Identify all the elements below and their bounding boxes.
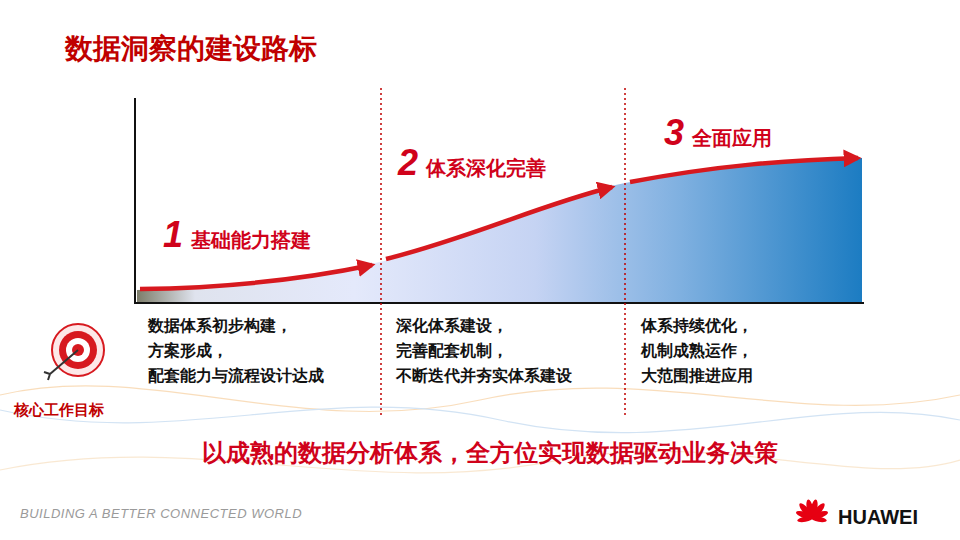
- background-waves: [0, 386, 960, 473]
- stage-goal-text: 体系持续优化， 机制成熟运作， 大范围推进应用: [641, 314, 846, 388]
- stage-label: 2 体系深化完善: [398, 142, 546, 184]
- stage-number: 2: [398, 142, 418, 184]
- brand-name: HUAWEI: [838, 506, 918, 529]
- stage-goal-text: 数据体系初步构建， 方案形成， 配套能力与流程设计达成: [148, 314, 353, 388]
- target-icon: [44, 324, 104, 380]
- stage-name: 基础能力搭建: [191, 227, 311, 254]
- conclusion-caption: 以成熟的数据分析体系，全方位实现数据驱动业务决策: [202, 437, 778, 469]
- stage-goal-text: 深化体系建设， 完善配套机制， 不断迭代并夯实体系建设: [396, 314, 601, 388]
- curve-arrow: [630, 158, 858, 182]
- slide-title: 数据洞察的建设路标: [65, 30, 317, 68]
- stage-label: 1 基础能力搭建: [163, 214, 311, 256]
- curve-arrow: [386, 187, 612, 259]
- stage-divider: [380, 88, 382, 415]
- stage-number: 3: [664, 112, 684, 154]
- growth-area: [137, 158, 862, 302]
- huawei-logo: [795, 499, 829, 523]
- stage-name: 全面应用: [692, 125, 772, 152]
- stage-divider: [624, 88, 626, 415]
- curve-arrow: [140, 265, 372, 289]
- stage-name: 体系深化完善: [426, 155, 546, 182]
- goal-heading: 核心工作目标: [14, 401, 104, 420]
- stage-label: 3 全面应用: [664, 112, 772, 154]
- chart-axes: [135, 98, 864, 303]
- footer-slogan: BUILDING A BETTER CONNECTED WORLD: [20, 506, 302, 521]
- stage-number: 1: [163, 214, 183, 256]
